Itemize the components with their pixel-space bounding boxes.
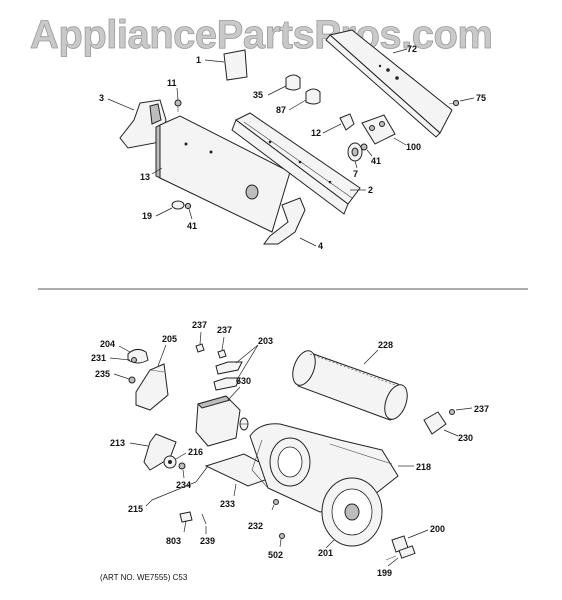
callout-237-a: 237 [192,320,207,330]
part-12-bracket[interactable] [339,113,355,131]
callout-203: 203 [258,336,273,346]
part-232-screw[interactable] [273,499,279,505]
callout-2: 2 [368,185,373,195]
part-228-drum-tube[interactable] [288,348,411,423]
callout-502: 502 [268,550,283,560]
part-205-bracket[interactable] [135,363,169,411]
part-239-pin[interactable] [201,513,207,525]
upper-assembly: 1 72 11 3 35 87 75 [99,29,486,251]
callout-233: 233 [220,499,235,509]
callout-228: 228 [378,340,393,350]
part-502-screw[interactable] [279,533,285,539]
part-235-screw[interactable] [128,376,136,384]
callout-19: 19 [142,211,152,221]
part-100-switch[interactable] [361,114,396,145]
callout-72: 72 [407,44,417,54]
watermark-text: AppliancePartsPros.com [30,13,493,57]
callout-7: 7 [353,169,358,179]
part-72-rear-panel-lip [325,34,441,138]
part-19-grommet[interactable] [171,200,185,210]
callout-41-lower: 41 [187,221,197,231]
callout-87: 87 [276,105,286,115]
callout-1: 1 [196,55,201,65]
part-231-screw[interactable] [131,357,137,363]
callout-237-b: 237 [217,325,232,335]
part-199-bolt[interactable] [385,545,416,561]
part-41-lower[interactable] [184,202,192,210]
callout-216: 216 [188,447,203,457]
part-203-clip-b[interactable] [213,377,241,391]
callout-213: 213 [110,438,125,448]
part-234-washer[interactable] [178,462,186,470]
part-230-bracket[interactable] [423,411,447,435]
callout-232: 232 [248,521,263,531]
part-204-clamp[interactable] [127,348,149,364]
callout-230: 230 [458,433,473,443]
part-87-clip[interactable] [305,88,321,105]
callout-13: 13 [140,172,150,182]
callout-231: 231 [91,353,106,363]
part-803-clip[interactable] [179,511,193,523]
callout-75: 75 [476,93,486,103]
part-237-screw-a[interactable] [195,343,205,353]
part-4-end-cap[interactable] [263,197,306,245]
part-75-screw[interactable] [452,99,460,107]
part-13-knob-hole [245,184,259,200]
part-630-motor[interactable] [195,395,249,447]
callout-4: 4 [318,241,323,251]
part-11-screw[interactable] [174,99,182,107]
callout-200: 200 [430,524,445,534]
callout-201: 201 [318,548,333,558]
callout-199: 199 [377,568,392,578]
part-201-blower-wheel[interactable] [321,477,383,547]
callout-41-upper: 41 [371,156,381,166]
part-1-card[interactable] [223,49,248,81]
callout-3: 3 [99,93,104,103]
callout-234: 234 [176,480,191,490]
callout-803: 803 [166,536,181,546]
callout-35: 35 [253,90,263,100]
part-237-screw-c[interactable] [449,409,455,415]
callout-237-c: 237 [474,404,489,414]
callout-11: 11 [167,78,177,88]
callout-205: 205 [162,334,177,344]
lower-assembly: 237 237 204 205 203 228 231 [91,320,489,578]
callout-12: 12 [311,128,321,138]
callout-218: 218 [416,462,431,472]
part-215-wire[interactable] [151,465,209,501]
callout-204: 204 [100,339,115,349]
art-number: (ART NO. WE7555) C53 [100,573,188,582]
callout-215: 215 [128,504,143,514]
callout-100: 100 [406,142,421,152]
callout-630: 630 [236,376,251,386]
part-203-clip-a[interactable] [215,361,243,375]
part-237-screw-b[interactable] [217,349,227,359]
callout-239: 239 [200,536,215,546]
part-35-clip[interactable] [285,74,301,91]
callout-235: 235 [95,369,110,379]
